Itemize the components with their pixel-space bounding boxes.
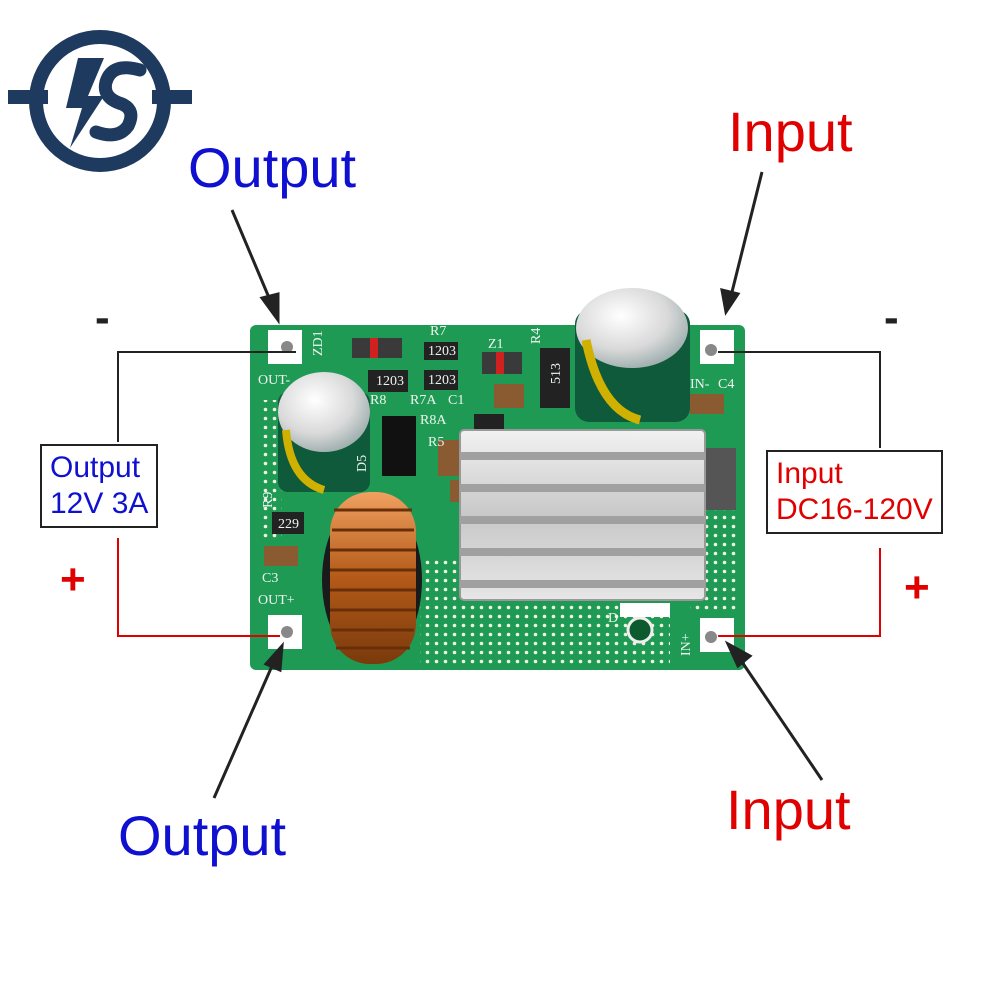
silk-229: 229 <box>278 517 299 532</box>
arrows <box>212 171 824 799</box>
silk-513: 513 <box>549 363 564 384</box>
silk-r7a: R7A <box>410 393 437 408</box>
output-spec-line1: Output <box>50 451 141 484</box>
silk-in-minus: IN- <box>690 377 710 392</box>
input-label-bottom: Input <box>726 778 851 841</box>
inductor-coil <box>322 492 422 664</box>
silk-z1: Z1 <box>488 337 504 352</box>
silk-r8a: R8A <box>420 413 447 428</box>
silk-1203-b: 1203 <box>376 374 404 389</box>
input-spec-line1: Input <box>776 457 843 490</box>
silk-1203-c: 1203 <box>428 373 456 388</box>
input-plus-sign: + <box>904 563 930 612</box>
output-label-top: Output <box>188 136 357 199</box>
output-spec-box: Output 12V 3A <box>40 444 159 528</box>
heatsink <box>459 429 706 601</box>
input-minus-sign: - <box>884 293 899 342</box>
silk-d: D <box>608 611 618 626</box>
pcb-board: ZD1 R7 Z1 R4 OUT- R8 R7A C1 R8A R5 D5 R9… <box>250 288 745 670</box>
brand-logo <box>8 30 192 172</box>
silk-1203-a: 1203 <box>428 344 456 359</box>
output-wires <box>117 351 296 637</box>
output-minus-sign: - <box>95 293 110 342</box>
input-label-top: Input <box>728 100 853 163</box>
silk-c1: C1 <box>448 393 464 408</box>
silk-zd1: ZD1 <box>311 330 326 356</box>
output-spec-line2: 12V 3A <box>50 487 149 520</box>
silk-r9: R9 <box>261 492 276 508</box>
silk-c4: C4 <box>718 377 734 392</box>
silk-c3: C3 <box>262 571 278 586</box>
silk-r5: R5 <box>428 435 444 450</box>
silk-out-plus: OUT+ <box>258 593 295 608</box>
silk-d5: D5 <box>355 455 370 472</box>
input-wires <box>718 351 881 637</box>
silk-in-plus: IN+ <box>679 633 694 656</box>
silk-r4: R4 <box>529 328 544 344</box>
input-spec-line2: DC16-120V <box>776 493 933 526</box>
silk-out-minus: OUT- <box>258 373 290 388</box>
input-spec-box: Input DC16-120V <box>766 450 943 534</box>
output-plus-sign: + <box>60 555 86 604</box>
silk-r8: R8 <box>370 393 386 408</box>
silk-r7: R7 <box>430 324 446 339</box>
output-label-bottom: Output <box>118 804 287 867</box>
